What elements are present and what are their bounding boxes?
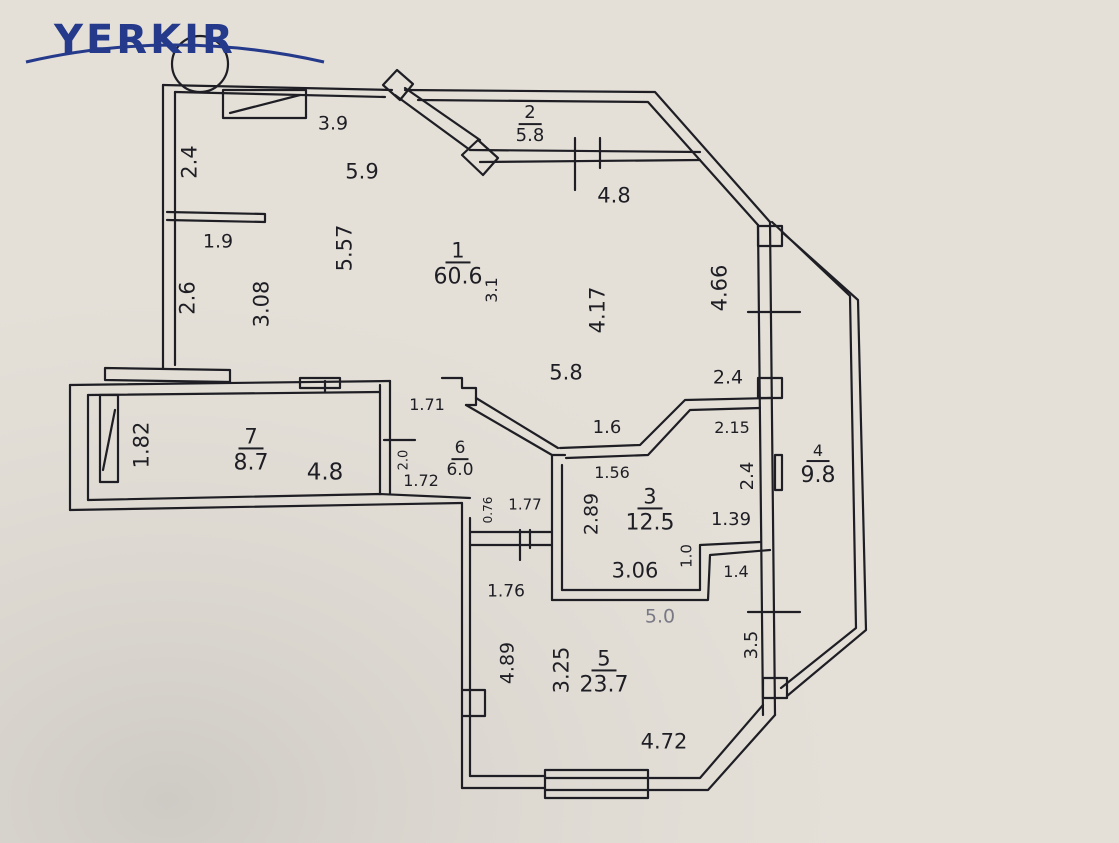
dimension-label: 4.17 xyxy=(585,286,610,334)
dimension-label: 1.4 xyxy=(723,562,749,581)
room-area: 12.5 xyxy=(625,510,675,536)
dimension-label: 4.8 xyxy=(306,459,344,486)
room-number: 7 xyxy=(238,425,264,450)
logo-text: YERKIR xyxy=(54,17,236,63)
room-area: 5.8 xyxy=(515,125,545,146)
dimension-label: 1.9 xyxy=(202,230,234,253)
dimension-label: 1.72 xyxy=(403,471,439,490)
room-number: 2 xyxy=(518,103,542,125)
dimension-label: 2.4 xyxy=(712,366,744,389)
dimension-label: 2.6 xyxy=(175,281,200,315)
dimension-label: 2.15 xyxy=(714,418,750,437)
dimension-label: 5.0 xyxy=(644,605,676,628)
dimension-label: 1.39 xyxy=(710,509,752,530)
room-2-label: 2 5.8 xyxy=(515,103,545,146)
dimension-label: 4.66 xyxy=(707,264,732,312)
yerkir-logo xyxy=(25,43,325,64)
room-4-label: 4 9.8 xyxy=(800,442,836,488)
dimension-label: 3.08 xyxy=(249,280,274,328)
room-number: 5 xyxy=(591,647,617,672)
room-area: 6.0 xyxy=(446,460,474,480)
dimension-label: 1.82 xyxy=(129,421,154,469)
dimension-label: 2.89 xyxy=(580,492,603,536)
dimension-label: 5.8 xyxy=(549,360,583,385)
dimension-label: 0.76 xyxy=(481,496,495,524)
dimension-label: 1.56 xyxy=(594,463,630,482)
dimension-label: 1.6 xyxy=(592,417,622,438)
dimension-label: 1.77 xyxy=(508,495,542,514)
room-number: 6 xyxy=(451,439,469,460)
dimension-label: 3.5 xyxy=(741,630,762,660)
room-number: 4 xyxy=(806,442,830,462)
room-5-label: 5 23.7 xyxy=(580,647,629,696)
room-6-label: 6 6.0 xyxy=(446,439,474,480)
dimension-label: 1.76 xyxy=(487,581,525,602)
dimension-label: 2.4 xyxy=(177,145,202,179)
room-1-label: 1 60.6 xyxy=(434,239,483,288)
dimension-label: 1.71 xyxy=(409,395,445,414)
dimension-label: 3.25 xyxy=(549,646,574,694)
dimension-label: 3.9 xyxy=(317,112,349,135)
dimension-label: 4.89 xyxy=(496,641,519,685)
room-area: 9.8 xyxy=(800,462,836,488)
room-number: 3 xyxy=(637,485,663,510)
room-7-label: 7 8.7 xyxy=(234,425,269,474)
columns xyxy=(170,34,789,700)
dimension-label: 3.1 xyxy=(482,277,501,303)
room-area: 8.7 xyxy=(233,450,269,476)
room-3-label: 3 12.5 xyxy=(626,485,675,534)
dimension-label: 5.57 xyxy=(332,224,357,272)
dimension-label: 1.0 xyxy=(677,544,696,568)
room-area: 23.7 xyxy=(579,672,629,698)
room-area: 60.6 xyxy=(433,264,483,290)
room-number: 1 xyxy=(445,239,471,264)
dimension-label: 3.06 xyxy=(611,558,659,583)
dimension-label: 2.4 xyxy=(737,461,758,491)
dimension-label: 2.0 xyxy=(396,449,412,471)
dimension-label: 4.72 xyxy=(640,729,688,754)
interior-walls xyxy=(98,88,802,718)
dimension-label: 4.8 xyxy=(597,183,631,208)
dimension-label: 5.9 xyxy=(345,159,379,184)
